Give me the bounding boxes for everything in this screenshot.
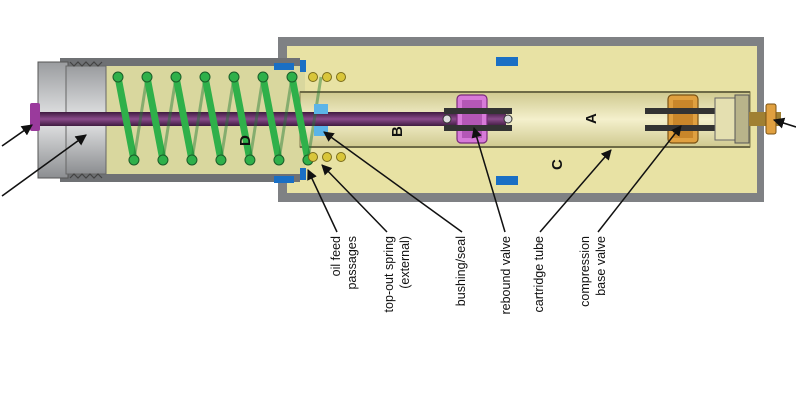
label-rebound-valve: rebound valve: [499, 236, 513, 315]
arrow-icon: [471, 126, 506, 233]
top-out-spring: [308, 72, 346, 162]
spring-coil: [114, 73, 138, 164]
coil-spring-icon: [112, 71, 124, 83]
label-oil-feed-passages: oil feed passages: [329, 236, 359, 290]
coil-spring-icon: [157, 154, 169, 166]
spring-coil-back: [219, 76, 236, 161]
spring-coil: [230, 73, 254, 164]
coil-spring-icon: [215, 154, 227, 166]
bushings-seals: [274, 57, 518, 185]
coil-spring-icon: [186, 154, 198, 166]
label-compression-base-valve: compression base valve: [578, 236, 608, 307]
pointer-arrows: [1, 117, 796, 233]
coil-spring-icon: [128, 154, 140, 166]
label-line: base valve: [594, 236, 608, 296]
spring-coil-back: [248, 76, 265, 161]
label-line: compression: [578, 236, 592, 307]
main-spring: [112, 71, 323, 166]
spring-coil-back: [190, 76, 207, 161]
chamber-label-c: C: [549, 159, 566, 170]
chamber-label-a: A: [583, 113, 600, 124]
coil-spring-icon: [286, 71, 298, 83]
chamber-label-d: D: [237, 135, 254, 146]
label-top-out-spring: top-out spring (external): [382, 236, 412, 312]
spring-coil: [143, 73, 167, 164]
rod-end-adjuster: [30, 103, 40, 131]
spring-coil: [172, 73, 196, 164]
arrow-icon: [597, 125, 682, 233]
arrow-icon: [1, 124, 33, 147]
label-line: (external): [398, 236, 412, 289]
label-line: top-out spring: [382, 236, 396, 312]
arrow-icon: [539, 149, 612, 233]
chamber-label-b: B: [389, 126, 406, 137]
spring-coil: [288, 73, 312, 164]
coil-spring-icon: [228, 71, 240, 83]
coil-spring-icon: [244, 154, 256, 166]
coil-spring-icon: [257, 71, 269, 83]
label-bushing-seal: bushing/seal: [454, 236, 468, 306]
label-line: rebound valve: [499, 236, 513, 315]
coil-spring-icon: [199, 71, 211, 83]
arrow-icon: [307, 169, 338, 233]
spring-coil-back: [277, 76, 294, 161]
arrow-icon: [321, 164, 388, 233]
arrow-icon: [772, 117, 796, 129]
arrow-icon: [1, 134, 87, 197]
coil-spring-icon: [170, 71, 182, 83]
cap-threads: [69, 61, 103, 179]
label-line: oil feed: [329, 236, 343, 276]
coil-spring-icon: [141, 71, 153, 83]
spring-coil: [201, 73, 225, 164]
base-valve-adjuster: [765, 103, 777, 135]
label-line: passages: [345, 236, 359, 290]
coil-spring-icon: [273, 154, 285, 166]
spring-coil-back: [306, 76, 323, 161]
spring-coil-back: [132, 76, 149, 161]
label-cartridge-tube: cartridge tube: [532, 236, 546, 312]
spring-coil: [259, 73, 283, 164]
spring-coil-back: [161, 76, 178, 161]
label-line: bushing/seal: [454, 236, 468, 306]
label-line: cartridge tube: [532, 236, 546, 312]
arrow-icon: [323, 131, 463, 233]
